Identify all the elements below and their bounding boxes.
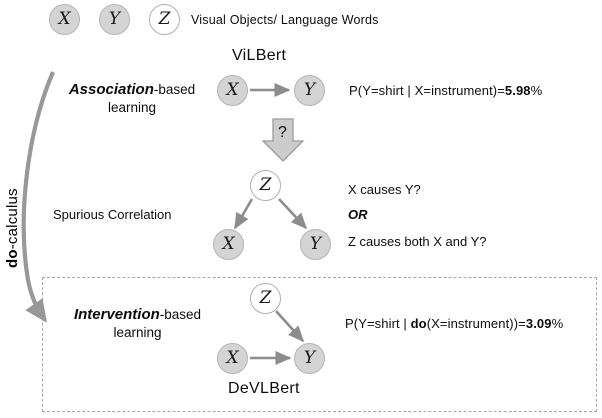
association-label-line2: learning <box>107 99 157 115</box>
intervention-label-rest: -based <box>159 307 202 322</box>
legend-node-x: X <box>49 4 80 35</box>
legend-node-y-label: Y <box>108 9 121 29</box>
devlbert-label: DeVLBert <box>228 380 300 397</box>
interv-node-z-label: Z <box>259 288 272 308</box>
legend-node-y: Y <box>99 4 130 35</box>
association-probability: P(Y=shirt | X=instrument)=5.98% <box>349 83 542 99</box>
interv-prob-value: 3.09 <box>525 316 552 331</box>
question-z-causes-both: Z causes both X and Y? <box>348 234 487 249</box>
legend-node-x-label: X <box>58 9 71 29</box>
vilbert-label: ViLBert <box>232 47 287 64</box>
intervention-dashed-box <box>42 277 597 412</box>
assoc-node-y-label: Y <box>303 80 316 100</box>
spurious-node-z-label: Z <box>259 175 272 195</box>
interv-node-x-label: X <box>226 348 239 368</box>
do-calculus-rest: -calculus <box>4 188 21 250</box>
intervention-label-bold: Intervention <box>73 306 160 323</box>
spurious-correlation-label: Spurious Correlation <box>53 207 172 222</box>
interv-prob-middle: (X=instrument))= <box>426 316 526 331</box>
interv-node-x: X <box>217 343 248 374</box>
edge-spurious-z-to-x <box>233 198 254 230</box>
assoc-prob-value: 5.98 <box>504 83 531 98</box>
legend-node-z: Z <box>149 4 180 35</box>
intervention-probability: P(Y=shirt | do(X=instrument))=3.09% <box>345 316 563 332</box>
interv-node-y: Y <box>294 343 325 374</box>
assoc-node-y: Y <box>294 75 325 106</box>
interv-prob-suffix: % <box>551 316 564 331</box>
do-calculus-bold: do <box>4 249 21 268</box>
spurious-node-x: X <box>213 229 244 260</box>
interv-node-z: Z <box>250 283 281 314</box>
spurious-node-y-label: Y <box>309 234 322 254</box>
spurious-node-y: Y <box>300 229 331 260</box>
question-x-causes-y: X causes Y? <box>348 182 421 197</box>
assoc-prob-suffix: % <box>530 83 543 98</box>
intervention-label-line2: learning <box>113 324 162 340</box>
edge-spurious-z-to-y <box>278 198 308 230</box>
interv-prob-prefix: P(Y=shirt | <box>345 316 411 331</box>
legend-node-z-label: Z <box>158 9 171 29</box>
question-or: OR <box>348 207 368 222</box>
intervention-row-label: Intervention-based learning <box>55 306 220 342</box>
interv-prob-do: do <box>410 316 427 331</box>
assoc-node-x-label: X <box>226 80 239 100</box>
question-mark-label: ? <box>278 124 287 141</box>
association-label-rest: -based <box>153 82 196 97</box>
assoc-prob-prefix: P(Y=shirt | X=instrument)= <box>349 83 505 98</box>
assoc-node-x: X <box>217 75 248 106</box>
interv-node-y-label: Y <box>303 348 316 368</box>
association-row-label: Association-based learning <box>52 81 212 117</box>
legend-caption: Visual Objects/ Language Words <box>191 13 379 27</box>
spurious-node-z: Z <box>250 170 281 201</box>
do-calculus-label: do-calculus <box>4 188 21 268</box>
association-label-bold: Association <box>68 81 154 98</box>
spurious-node-x-label: X <box>222 234 235 254</box>
